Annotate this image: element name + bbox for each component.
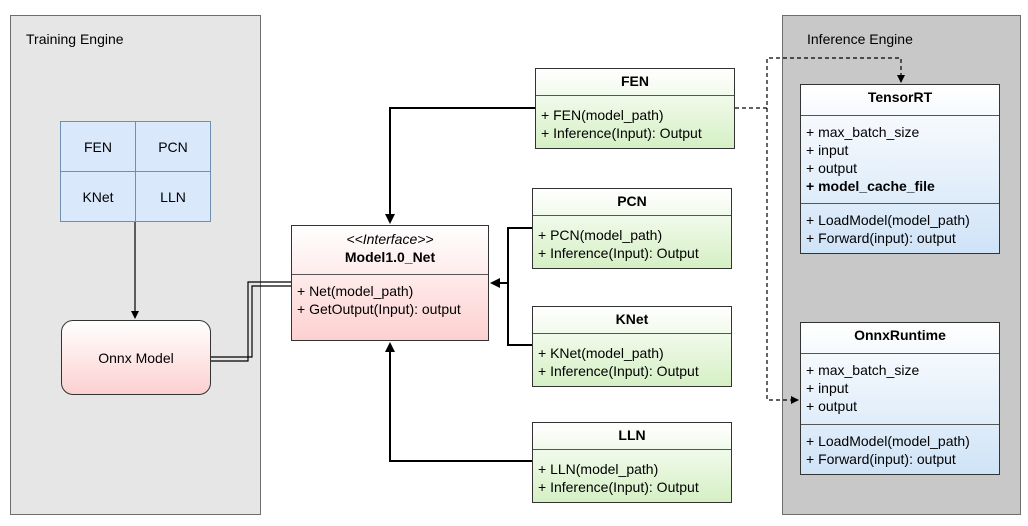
class-fen: FEN + FEN(model_path) + Inference(Input)… <box>535 68 735 149</box>
interface-separator <box>292 274 488 275</box>
class-attribute: + output <box>806 398 857 414</box>
class-pcn-name: PCN <box>617 193 647 209</box>
interface-name: Model1.0_Net <box>344 249 436 265</box>
class-separator <box>533 215 731 216</box>
interface-method: + GetOutput(Input): output <box>297 301 461 317</box>
class-separator <box>533 333 731 334</box>
class-method: + Inference(Input): Output <box>538 363 699 379</box>
interface-method: + Net(model_path) <box>297 283 414 299</box>
class-attribute: + max_batch_size <box>806 124 920 140</box>
class-lln-name: LLN <box>618 427 646 443</box>
class-separator <box>536 95 734 96</box>
class-fen-name: FEN <box>621 73 649 89</box>
class-separator <box>801 353 999 354</box>
class-pcn: PCN + PCN(model_path) + Inference(Input)… <box>532 188 732 269</box>
onnx-model-node: Onnx Model <box>61 320 211 395</box>
edge-lln-to-interface <box>385 342 532 462</box>
class-method: + PCN(model_path) <box>538 227 663 243</box>
edge-fen-to-onnxruntime <box>766 108 799 404</box>
class-separator <box>533 449 731 450</box>
class-onnxruntime: OnnxRuntime + max_batch_size + input + o… <box>800 322 1000 475</box>
training-engine-title: Training Engine <box>26 31 124 47</box>
edge-fen-to-tensorrt <box>735 57 905 109</box>
class-tensorrt-name: TensorRT <box>867 89 933 105</box>
inference-engine-title: Inference Engine <box>807 31 913 47</box>
class-tensorrt: TensorRT + max_batch_size + input + outp… <box>800 84 1000 254</box>
class-attribute: + input <box>806 142 849 158</box>
class-separator <box>801 424 999 425</box>
grid-cell-pcn: PCN <box>135 121 211 172</box>
interface-class: <<Interface>> Model1.0_Net + Net(model_p… <box>291 225 489 341</box>
class-method: + Forward(input): output <box>806 451 956 467</box>
edge-onnx-to-interface <box>211 285 291 358</box>
class-method: + Forward(input): output <box>806 230 956 246</box>
class-lln: LLN + LLN(model_path) + Inference(Input)… <box>532 422 732 503</box>
class-method: + FEN(model_path) <box>541 107 664 123</box>
class-method: + Inference(Input): Output <box>538 479 699 495</box>
class-knet: KNet + KNet(model_path) + Inference(Inpu… <box>532 306 732 387</box>
class-method: + LoadModel(model_path) <box>806 433 970 449</box>
class-method: + Inference(Input): Output <box>541 125 702 141</box>
edge-pcn-to-interface <box>490 227 532 288</box>
edge-knet-to-interface <box>507 283 532 346</box>
class-separator <box>801 115 999 116</box>
interface-stereotype: <<Interface>> <box>346 231 434 247</box>
class-attribute: + model_cache_file <box>806 178 935 194</box>
edge-onnx-to-interface-double <box>211 281 291 362</box>
onnx-model-label: Onnx Model <box>98 349 174 366</box>
class-method: + KNet(model_path) <box>538 345 664 361</box>
class-attribute: + max_batch_size <box>806 362 920 378</box>
grid-cell-lln: LLN <box>135 171 211 222</box>
class-method: + LoadModel(model_path) <box>806 212 970 228</box>
class-onnxruntime-name: OnnxRuntime <box>854 327 946 343</box>
class-attribute: + input <box>806 380 849 396</box>
class-method: + LLN(model_path) <box>538 461 659 477</box>
class-separator <box>801 203 999 204</box>
grid-cell-knet: KNet <box>60 171 136 222</box>
edge-fen-to-interface <box>385 107 535 224</box>
class-attribute: + output <box>806 160 857 176</box>
class-method: + Inference(Input): Output <box>538 245 699 261</box>
class-knet-name: KNet <box>615 311 649 327</box>
